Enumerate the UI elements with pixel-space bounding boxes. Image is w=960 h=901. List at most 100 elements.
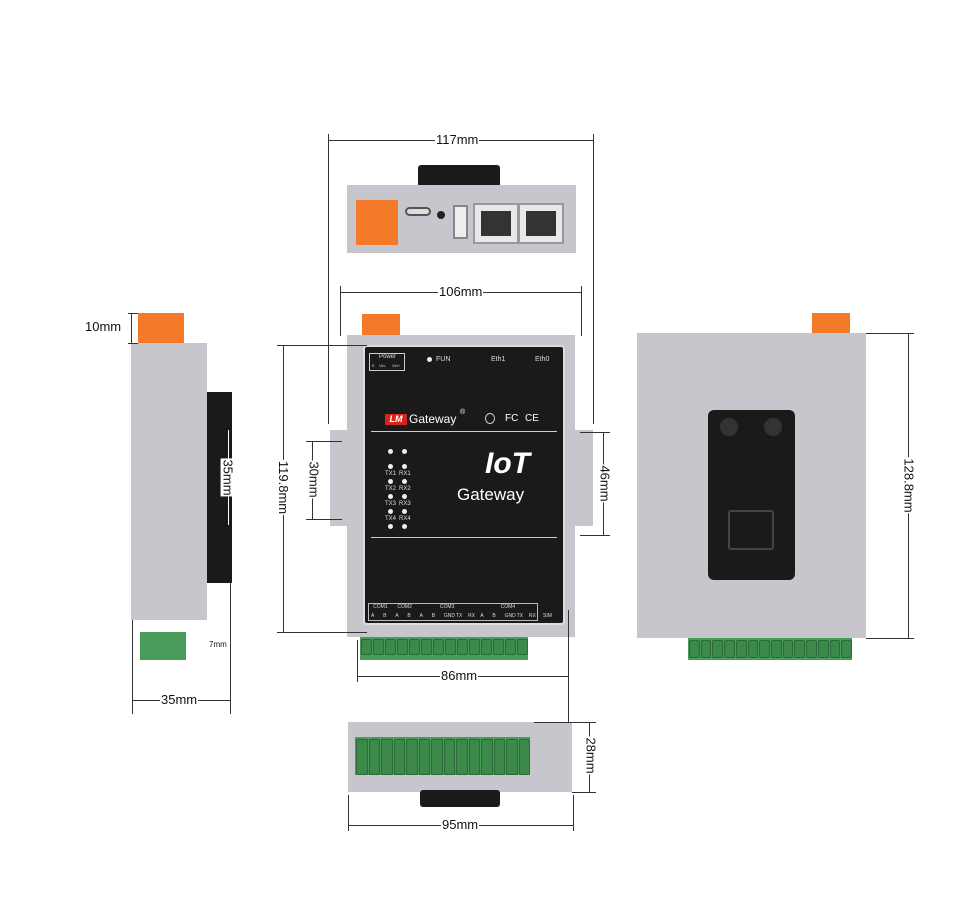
- extension-line: [306, 519, 342, 520]
- terminal-screw: [700, 640, 712, 658]
- side-power-terminal: [138, 313, 184, 343]
- terminal-screw: [747, 640, 759, 658]
- led-icon: [388, 509, 393, 514]
- extension-line: [348, 795, 349, 831]
- right-mount-ear: [573, 430, 593, 526]
- din-rail-mount: [708, 410, 795, 580]
- usb-a-port: [453, 205, 468, 239]
- led-label: TX2: [385, 486, 397, 492]
- dim-label-106: 106mm: [438, 284, 484, 299]
- com-pin-label: TX: [456, 613, 463, 619]
- led-icon: [402, 479, 407, 484]
- terminal-screw: [712, 640, 724, 658]
- terminal-screw: [759, 640, 770, 658]
- com-group-label: COM1: [373, 604, 388, 610]
- com-pin-label: A: [480, 613, 484, 619]
- com-group-label: COM3: [439, 604, 455, 610]
- power-pin: Vin+: [392, 363, 401, 368]
- terminal-screw: [418, 739, 430, 775]
- com-pin-label: B: [431, 613, 436, 619]
- led-label: RX4: [399, 516, 411, 522]
- terminal-screw: [368, 739, 380, 775]
- extension-line: [340, 286, 341, 336]
- terminal-screw: [794, 640, 806, 658]
- com-group-label: COM4: [500, 604, 516, 610]
- extension-line: [128, 343, 138, 344]
- dim-label-30: 30mm: [306, 460, 322, 499]
- extension-line: [128, 313, 138, 314]
- brand-logo: LM: [385, 414, 407, 425]
- led-label: TX1: [385, 471, 397, 477]
- dim-label-95: 95mm: [441, 817, 480, 832]
- led-label: RX1: [399, 471, 411, 477]
- dim-line-10: [131, 313, 132, 343]
- extension-line: [328, 134, 329, 424]
- com-pin-label: B: [492, 613, 496, 619]
- com-pin-label: RX: [528, 613, 536, 619]
- divider: [371, 537, 557, 538]
- rear-io-terminal: [688, 638, 852, 660]
- dim-label-46: 46mm: [597, 464, 613, 503]
- fc-mark: FC: [505, 413, 519, 424]
- side-view-housing: [131, 343, 207, 620]
- led-label: TX4: [385, 516, 397, 522]
- led-label: RX3: [399, 501, 411, 507]
- extension-line: [581, 286, 582, 336]
- extension-line: [230, 583, 231, 714]
- power-title: Power: [379, 354, 397, 360]
- extension-line: [568, 610, 569, 735]
- terminal-screw: [406, 739, 418, 775]
- signal-led-icon: [388, 464, 393, 469]
- eth0-label: Eth0: [535, 356, 550, 363]
- status-led-icon: [402, 449, 407, 454]
- led-icon: [402, 524, 407, 529]
- terminal-screw: [771, 640, 782, 658]
- extension-line: [866, 333, 914, 334]
- power-pin: Vin-: [379, 363, 387, 368]
- terminal-screw: [505, 639, 516, 655]
- terminal-screw: [735, 640, 747, 658]
- led-label: TX3: [385, 501, 397, 507]
- terminal-screw: [421, 639, 432, 655]
- terminal-screw: [782, 640, 794, 658]
- dim-label-28: 28mm: [583, 736, 599, 775]
- screw-icon: [720, 418, 738, 436]
- dim-label-10: 10mm: [84, 319, 123, 334]
- power-pin: E: [372, 363, 375, 368]
- extension-line: [580, 432, 610, 433]
- terminal-screw: [373, 639, 384, 655]
- extension-line: [534, 722, 596, 723]
- terminal-screw: [393, 739, 405, 775]
- gateway-subtitle: Gateway: [457, 485, 525, 504]
- divider: [371, 431, 557, 432]
- sim-label: SIM: [543, 613, 552, 619]
- bottom-din-clip: [420, 790, 500, 807]
- com-pin-label: A: [371, 613, 375, 619]
- terminal-screw: [469, 639, 480, 655]
- dim-label-117: 117mm: [435, 132, 480, 147]
- rohs-icon: [485, 413, 495, 424]
- extension-line: [572, 792, 596, 793]
- terminal-screw: [361, 639, 372, 655]
- dim-label-86: 86mm: [440, 668, 479, 683]
- terminal-screw: [385, 639, 396, 655]
- brand-name: Gateway: [409, 412, 457, 426]
- extension-line: [866, 638, 914, 639]
- led-icon: [402, 494, 407, 499]
- terminal-screw: [841, 640, 852, 658]
- top-power-terminal: [356, 200, 398, 245]
- com-pin-label: A: [395, 613, 399, 619]
- dim-label-7: 7mm: [208, 640, 228, 649]
- terminal-screw: [689, 640, 700, 658]
- dim-label-35-din: 35mm: [220, 458, 236, 497]
- extension-line: [277, 345, 367, 346]
- usb-c-port: [405, 207, 431, 216]
- fun-label: FUN: [436, 356, 451, 363]
- terminal-screw: [829, 640, 841, 658]
- iot-title: IoT: [485, 447, 530, 480]
- side-io-terminal: [140, 632, 186, 660]
- dim-label-119-8: 119.8mm: [276, 459, 292, 516]
- terminal-screw: [506, 739, 518, 775]
